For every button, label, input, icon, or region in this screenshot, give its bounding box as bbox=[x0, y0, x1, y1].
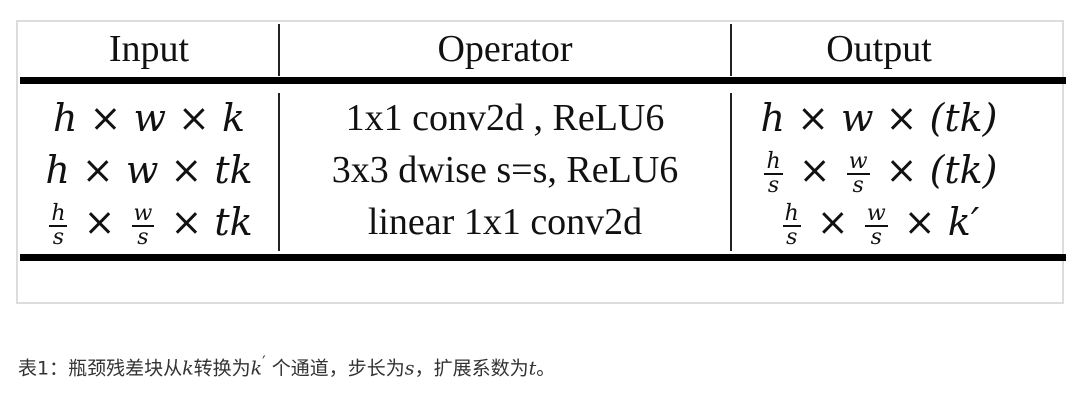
column-divider bbox=[730, 93, 732, 251]
caption-t: t bbox=[528, 357, 537, 380]
caption-text: ，扩展系数为 bbox=[414, 357, 529, 380]
column-divider bbox=[278, 93, 280, 251]
caption-k-prime: k bbox=[250, 357, 263, 380]
table-caption: 表1：瓶颈残差块从k转换为k′ 个通道，步长为s，扩展系数为t。 bbox=[18, 352, 555, 380]
row2-operator: 3x3 dwise s=s, ReLU6 bbox=[331, 149, 679, 191]
caption-text: 个通道，步长为 bbox=[265, 357, 405, 380]
header-output: Output bbox=[826, 28, 932, 70]
row1-input: h × w × k bbox=[52, 96, 246, 140]
row1-output: h × w × (tk) bbox=[760, 96, 998, 140]
caption-text: 。 bbox=[536, 357, 556, 380]
header-operator: Operator bbox=[437, 28, 573, 70]
row3-operator: linear 1x1 conv2d bbox=[367, 201, 643, 243]
header-input: Input bbox=[108, 28, 190, 70]
bottom-rule bbox=[20, 254, 1066, 261]
row2-input: h × w × tk bbox=[45, 148, 253, 192]
column-divider bbox=[278, 24, 280, 76]
caption-text: 表1：瓶颈残差块从 bbox=[18, 357, 183, 380]
caption-s: s bbox=[404, 357, 415, 380]
caption-prime: ′ bbox=[262, 352, 266, 371]
row1-operator: 1x1 conv2d , ReLU6 bbox=[345, 97, 665, 139]
header-rule bbox=[20, 77, 1066, 84]
caption-k: k bbox=[182, 357, 194, 380]
caption-text: 转换为 bbox=[193, 357, 251, 380]
column-divider bbox=[730, 24, 732, 76]
